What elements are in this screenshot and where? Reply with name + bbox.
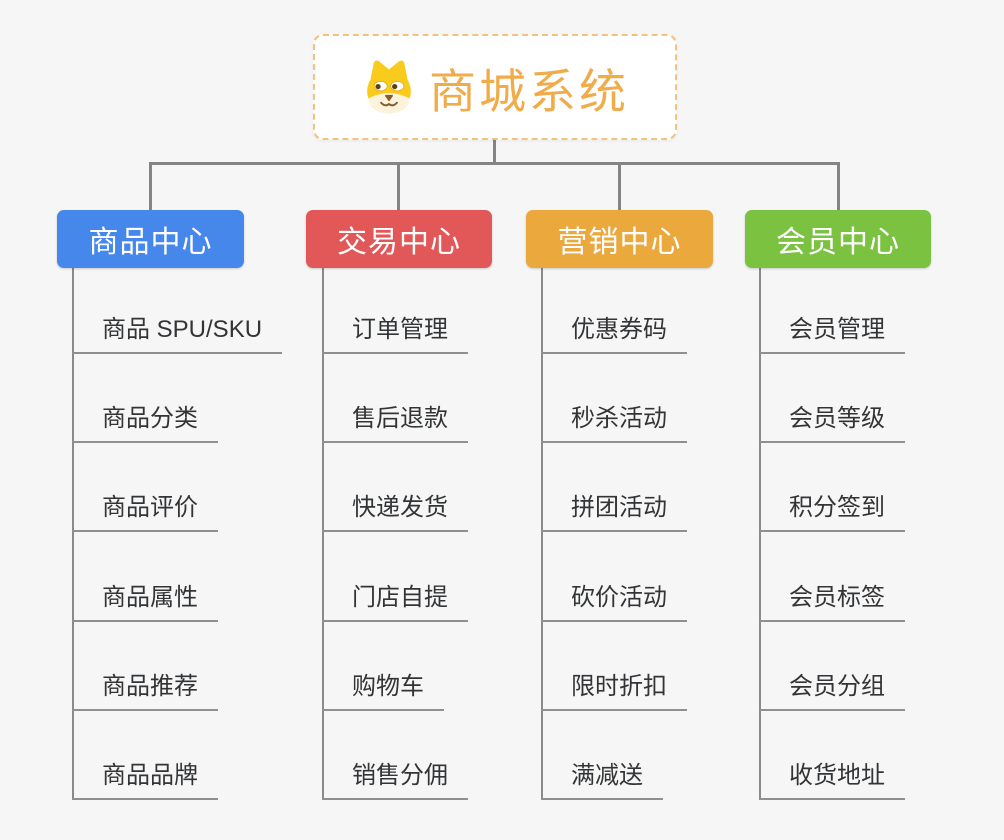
branch-header-trade-center[interactable]: 交易中心	[306, 210, 492, 268]
leaf-node[interactable]: 优惠券码	[541, 306, 687, 354]
root-title: 商城系统	[429, 64, 629, 118]
branch-header-product-center[interactable]: 商品中心	[57, 210, 244, 268]
connector-line	[618, 164, 621, 211]
leaf-node[interactable]: 限时折扣	[541, 663, 687, 711]
root-node[interactable]: 商城系统	[313, 34, 677, 140]
connector-line	[837, 164, 840, 211]
leaf-node[interactable]: 商品 SPU/SKU	[72, 306, 283, 354]
connector-line	[149, 164, 152, 211]
leaf-node[interactable]: 会员等级	[759, 395, 905, 443]
leaf-node[interactable]: 商品品牌	[72, 752, 218, 800]
connector-line	[397, 164, 400, 211]
connector-line	[149, 162, 840, 165]
leaf-node[interactable]: 砍价活动	[541, 574, 687, 622]
leaf-node[interactable]: 商品属性	[72, 574, 218, 622]
leaf-node[interactable]: 购物车	[322, 663, 444, 711]
doge-face-icon	[367, 60, 411, 114]
leaf-node[interactable]: 会员标签	[759, 574, 905, 622]
branch-header-member-center[interactable]: 会员中心	[745, 210, 931, 268]
leaf-node[interactable]: 拼团活动	[541, 484, 687, 532]
leaf-node[interactable]: 会员管理	[759, 306, 905, 354]
leaf-node[interactable]: 商品分类	[72, 395, 218, 443]
leaf-node[interactable]: 满减送	[541, 752, 663, 800]
leaf-node[interactable]: 商品推荐	[72, 663, 218, 711]
leaf-node[interactable]: 门店自提	[322, 574, 468, 622]
leaf-node[interactable]: 会员分组	[759, 663, 905, 711]
leaf-node[interactable]: 快递发货	[322, 484, 468, 532]
branch-header-marketing-center[interactable]: 营销中心	[526, 210, 713, 268]
leaf-node[interactable]: 积分签到	[759, 484, 905, 532]
leaf-node[interactable]: 订单管理	[322, 306, 468, 354]
leaf-node[interactable]: 售后退款	[322, 395, 468, 443]
connector-line	[759, 268, 761, 798]
connector-line	[72, 268, 74, 798]
connector-line	[541, 268, 543, 798]
connector-line	[322, 268, 324, 798]
leaf-node[interactable]: 秒杀活动	[541, 395, 687, 443]
leaf-node[interactable]: 销售分佣	[322, 752, 468, 800]
leaf-node[interactable]: 商品评价	[72, 484, 218, 532]
connector-line	[493, 140, 496, 163]
leaf-node[interactable]: 收货地址	[759, 752, 905, 800]
